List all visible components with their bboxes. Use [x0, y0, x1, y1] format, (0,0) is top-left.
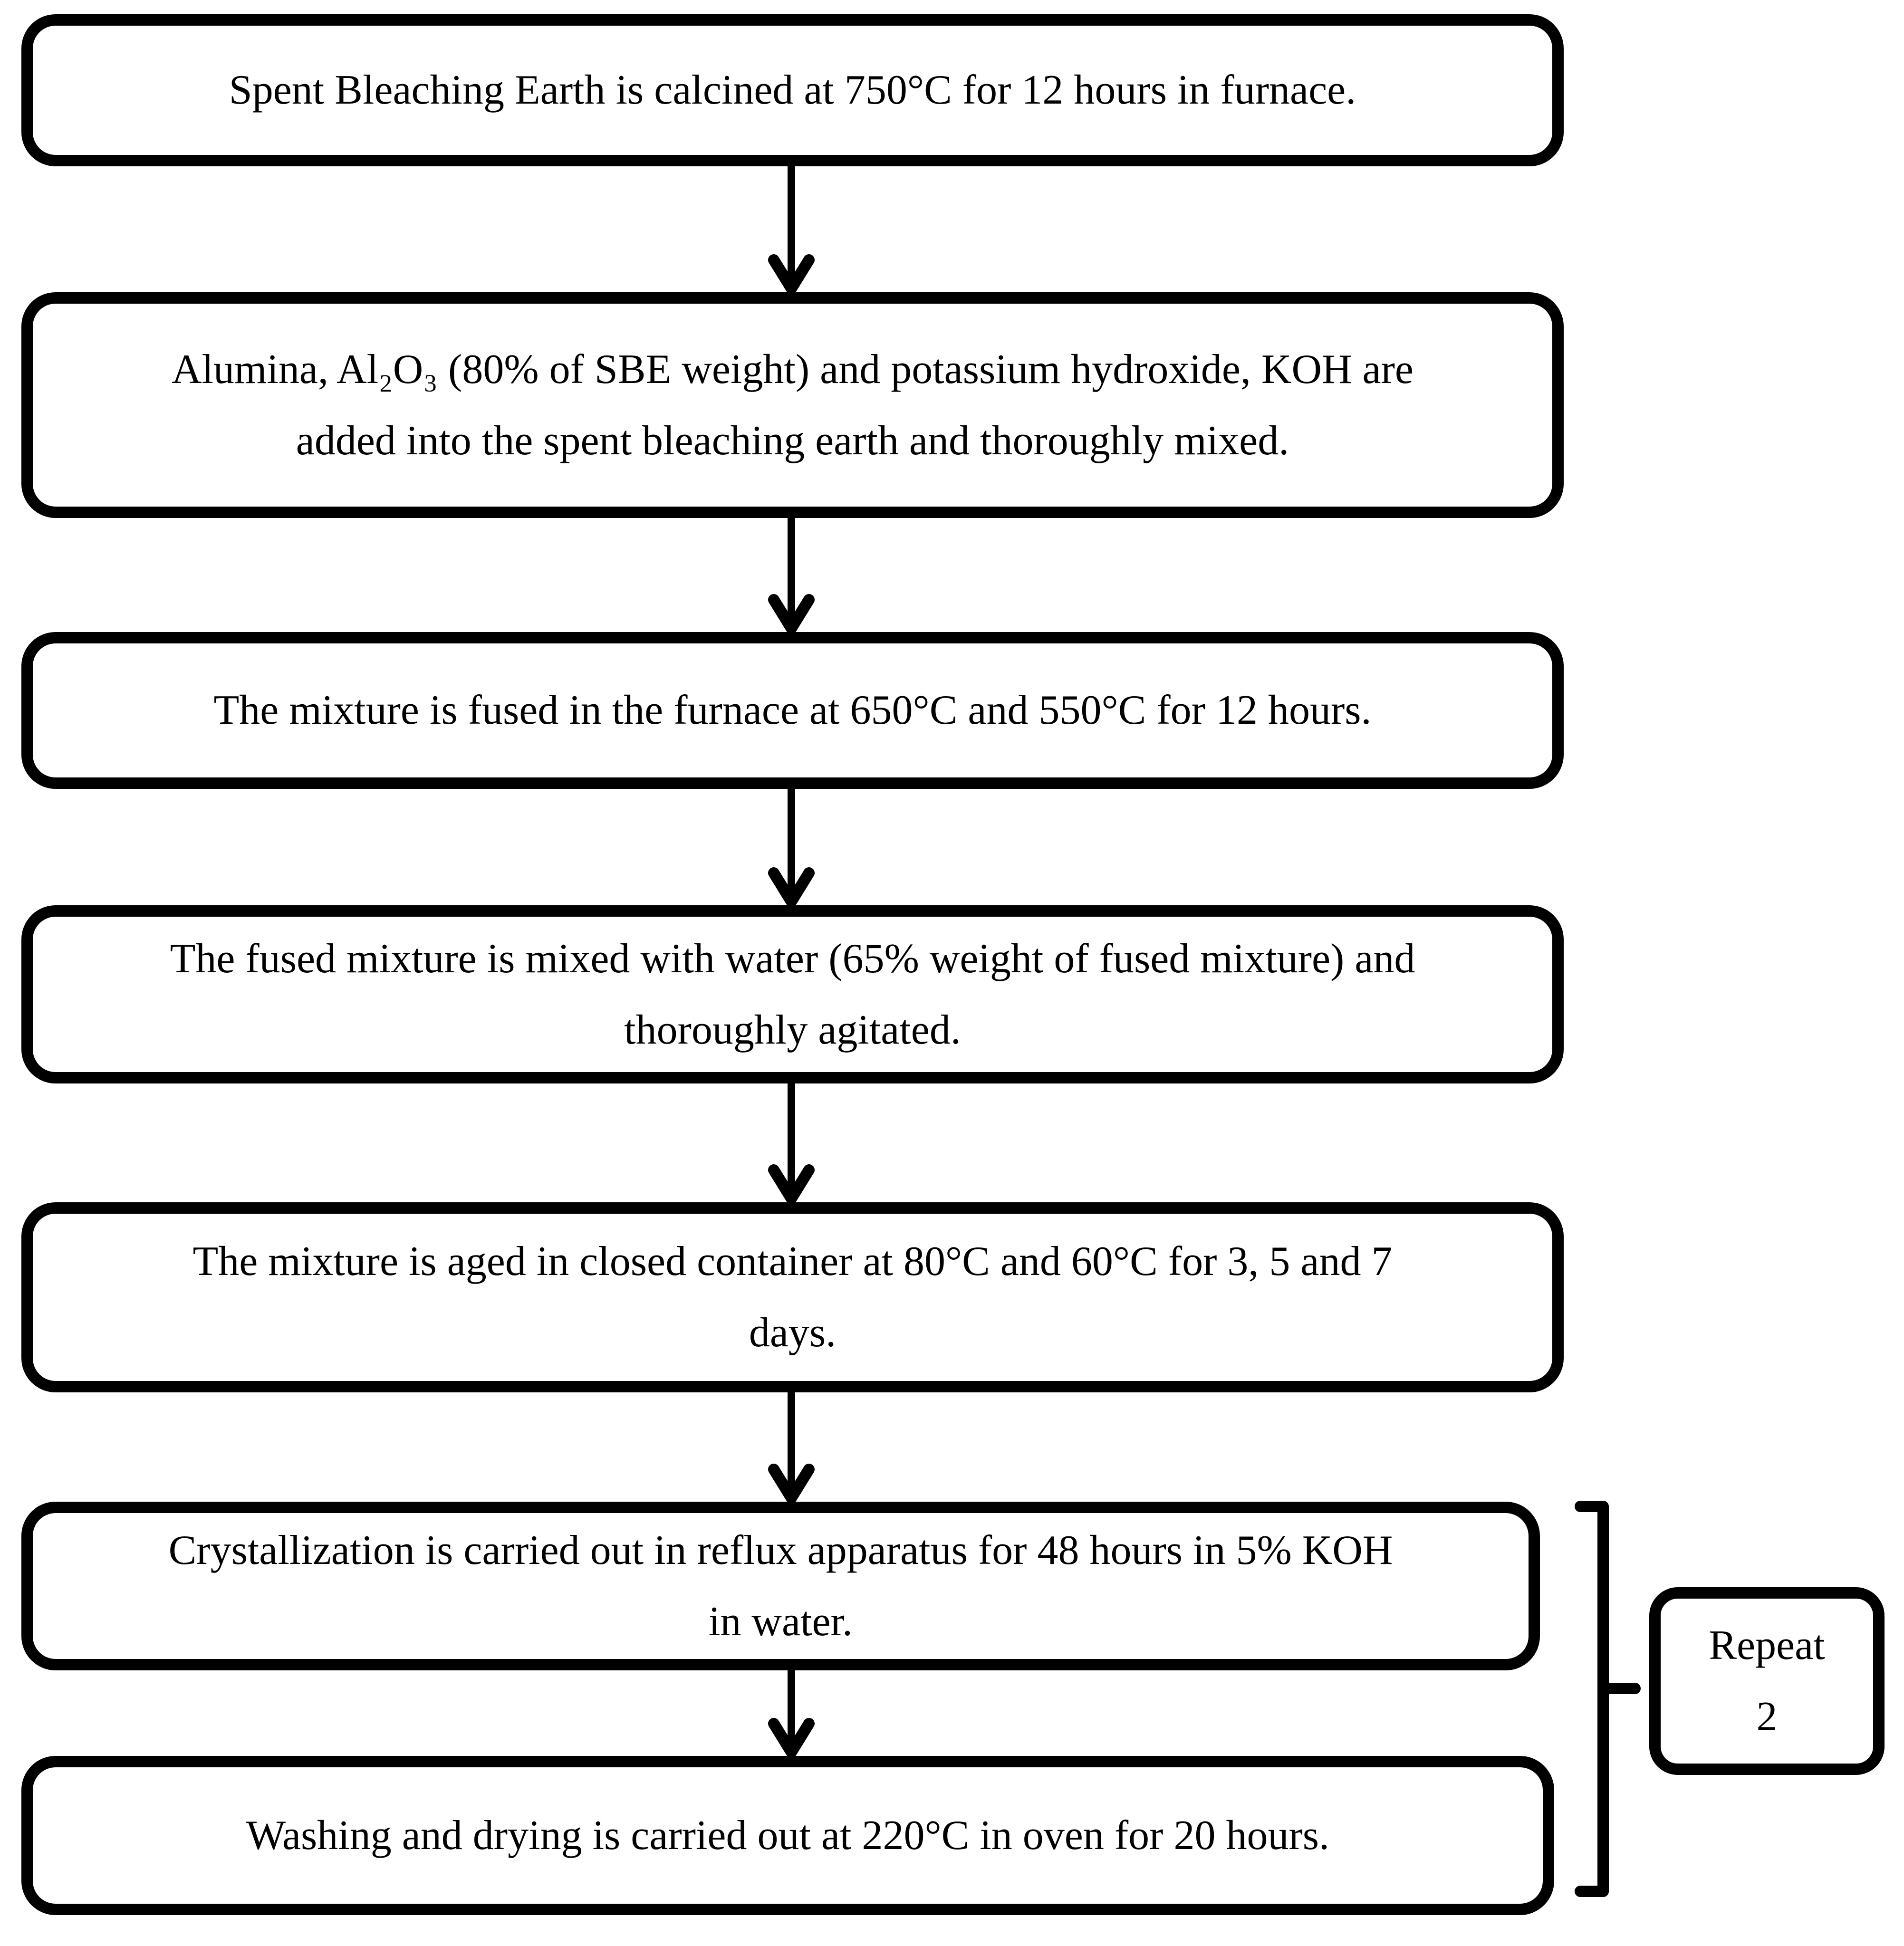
down-arrow-icon — [758, 166, 825, 292]
step-text: added into the spent bleaching earth and… — [296, 417, 1289, 464]
down-arrow-icon — [758, 1083, 825, 1202]
step-mixing-reagents: Alumina, Al₂O₃ (80% of SBE weight) and p… — [21, 292, 1564, 518]
step-text: Crystallization is carried out in reflux… — [168, 1527, 1393, 1573]
step-text: thoroughly agitated. — [624, 1007, 961, 1053]
step-text: The mixture is fused in the furnace at 6… — [213, 687, 1372, 733]
step-text: Alumina, Al₂O₃ (80% of SBE weight) and p… — [172, 346, 1414, 393]
down-arrow-icon — [758, 789, 825, 905]
step-text: The mixture is aged in closed container … — [192, 1238, 1393, 1285]
repeat-label: Repeat — [1709, 1622, 1825, 1668]
down-arrow-icon — [758, 518, 825, 632]
step-crystallization: Crystallization is carried out in reflux… — [21, 1502, 1540, 1670]
down-arrow-icon — [758, 1670, 825, 1756]
repeat-annotation-box: Repeat 2 — [1649, 1587, 1885, 1775]
step-text: Spent Bleaching Earth is calcined at 750… — [229, 67, 1356, 113]
step-aging: The mixture is aged in closed container … — [21, 1202, 1564, 1392]
repeat-group-bracket-icon — [1568, 1492, 1654, 1915]
down-arrow-icon — [758, 1392, 825, 1502]
step-text: in water. — [708, 1598, 853, 1645]
repeat-count: 2 — [1756, 1693, 1778, 1740]
step-text: days. — [749, 1310, 837, 1356]
step-washing-drying: Washing and drying is carried out at 220… — [21, 1756, 1554, 1915]
step-hydration: The fused mixture is mixed with water (6… — [21, 905, 1564, 1083]
step-calcination: Spent Bleaching Earth is calcined at 750… — [21, 14, 1564, 166]
step-text: Washing and drying is carried out at 220… — [246, 1812, 1330, 1859]
step-fusion: The mixture is fused in the furnace at 6… — [21, 632, 1564, 789]
step-text: The fused mixture is mixed with water (6… — [170, 935, 1415, 982]
